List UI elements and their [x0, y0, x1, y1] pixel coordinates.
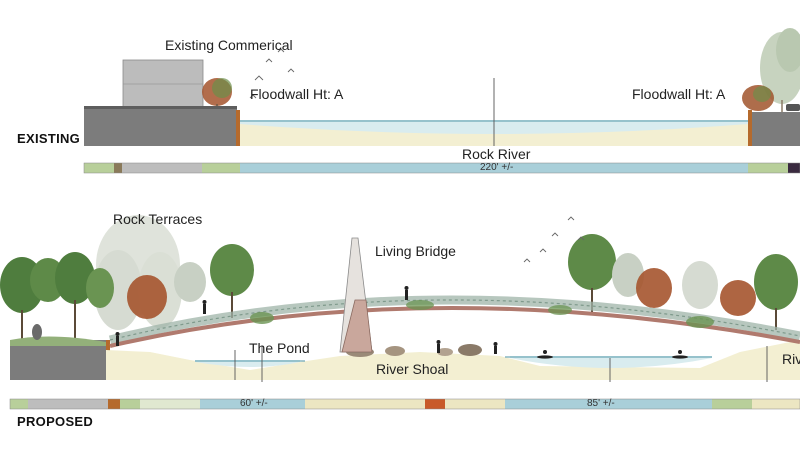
- proposed-section-bar: [9, 398, 800, 410]
- rock-terraces-label: Rock Terraces: [113, 211, 203, 227]
- building-icon: [122, 59, 204, 109]
- existing-section: [83, 28, 800, 174]
- kayak-icon: [537, 350, 688, 359]
- existing-right-wall: [751, 112, 800, 146]
- existing-commercial-label: Existing Commerical: [165, 37, 293, 53]
- tree-icon: [742, 85, 774, 111]
- pond-water: [195, 360, 300, 367]
- river-shoal-label: River Shoal: [376, 361, 449, 377]
- floodwall-left-label: Floodwall Ht: A: [250, 86, 344, 102]
- existing-section-bar: [83, 162, 800, 174]
- living-bridge: [108, 295, 800, 348]
- floodwall-right-label: Floodwall Ht: A: [632, 86, 726, 102]
- river-partial-label: Riv: [782, 351, 800, 367]
- living-bridge-label: Living Bridge: [375, 243, 456, 259]
- tree-icon: [760, 28, 800, 112]
- tree-icon: [568, 234, 798, 330]
- existing-section-title: EXISTING: [17, 131, 81, 146]
- bird-icon: [249, 48, 295, 99]
- tree-icon: [127, 244, 254, 319]
- bridge-pylon: [339, 237, 373, 353]
- bird-icon: [523, 216, 585, 263]
- proposed-section-title: PROPOSED: [17, 414, 94, 429]
- proposed-ground: [106, 340, 800, 380]
- river-water: [510, 356, 712, 368]
- person-icon: [115, 286, 498, 354]
- proposed-left-wall: [10, 340, 106, 380]
- tree-icon: [202, 78, 232, 110]
- existing-left-wall: [84, 108, 237, 146]
- rock-river-label: Rock River: [462, 146, 531, 162]
- proposed-section: [0, 215, 800, 410]
- pond-width-label: 60' +/-: [240, 398, 268, 409]
- river-width-label: 85' +/-: [587, 398, 615, 409]
- tree-icon: [0, 252, 114, 340]
- existing-width-label: 220' +/-: [480, 162, 514, 173]
- the-pond-label: The Pond: [249, 340, 310, 356]
